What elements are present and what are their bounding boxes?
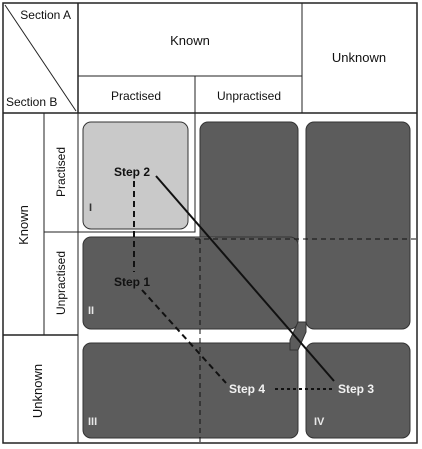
- corner-bottom-label: Section B: [6, 95, 57, 109]
- corner-diagonal: [4, 4, 77, 112]
- row-header-unknown: Unknown: [30, 364, 45, 418]
- region-unknown-column: [305, 121, 411, 330]
- region-ii-top: [199, 121, 299, 250]
- step-2-label: Step 2: [114, 165, 150, 179]
- path-step2-step3: [155, 175, 335, 382]
- region-iv: [305, 342, 411, 439]
- step-3-label: Step 3: [338, 382, 374, 396]
- region-i-outline: [77, 113, 196, 233]
- region-i: [82, 121, 189, 230]
- column-header-unpractised: Unpractised: [217, 89, 281, 103]
- path-step1-step4: [141, 289, 227, 384]
- column-header-practised: Practised: [111, 89, 161, 103]
- step-1-label: Step 1: [114, 275, 150, 289]
- region-connector: [289, 321, 307, 351]
- column-header-known: Known: [170, 33, 210, 48]
- corner-top-label: Section A: [20, 8, 71, 22]
- region-i-numeral: I: [89, 202, 92, 214]
- region-iv-numeral: IV: [314, 416, 325, 428]
- region-iii: [82, 342, 299, 439]
- region-ii: [82, 236, 299, 330]
- step-4-label: Step 4: [229, 382, 265, 396]
- row-header-known: Known: [16, 205, 31, 245]
- region-ii-numeral: II: [88, 305, 94, 317]
- row-header-practised: Practised: [54, 147, 68, 197]
- row-header-unpractised: Unpractised: [54, 251, 68, 315]
- region-iii-numeral: III: [88, 416, 97, 428]
- column-header-unknown: Unknown: [332, 50, 386, 65]
- region-ii-bridge: [195, 237, 215, 277]
